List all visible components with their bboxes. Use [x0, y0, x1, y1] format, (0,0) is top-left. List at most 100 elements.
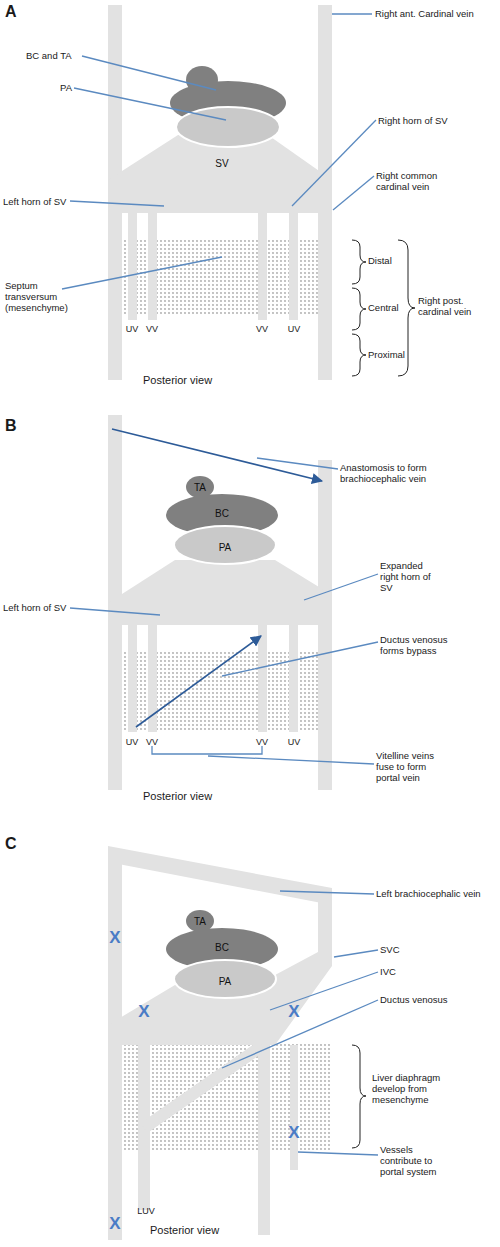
vitelline-vein	[148, 625, 157, 732]
panel-letter: B	[5, 418, 25, 434]
node-label: PA	[219, 976, 232, 987]
annotation-label: Vessels contribute to portal system	[380, 1144, 456, 1178]
annotation-label: Left horn of SV	[3, 196, 83, 207]
panel-letter: A	[5, 4, 25, 20]
node-label: TA	[194, 482, 206, 493]
annotation-label: IVC	[380, 966, 420, 977]
node-label: BC	[215, 942, 229, 953]
leader-line	[298, 1152, 378, 1155]
portal-vessel	[290, 1045, 298, 1170]
leader-line	[70, 201, 164, 206]
sinus-venosus	[108, 952, 332, 1045]
annotation-label: PA	[60, 82, 84, 93]
annotation-label: UV	[284, 324, 304, 335]
node-label: SV	[215, 158, 228, 169]
leader-line	[208, 756, 374, 764]
leader-line	[74, 88, 226, 120]
leader-line	[334, 950, 378, 957]
ductus-venosus	[144, 1046, 262, 1128]
annotation-label: Posterior view	[143, 374, 253, 387]
leader-line	[292, 120, 376, 206]
leader-line	[222, 1000, 378, 1068]
annotation-label: SVC	[380, 944, 420, 955]
annotation-label: Posterior view	[150, 1224, 260, 1237]
primitive-atrium-shape	[174, 960, 276, 998]
annotation-label: VV	[252, 737, 272, 748]
annotation-label: Right ant. Cardinal vein	[375, 8, 499, 19]
annotation-label: LUV	[134, 1206, 158, 1217]
annotation-label: UV	[284, 737, 304, 748]
annotation-label: Left brachiocephalic vein	[376, 888, 500, 899]
sinus-venosus	[108, 560, 332, 625]
primitive-atrium	[176, 107, 280, 147]
annotation-label: Left horn of SV	[3, 602, 83, 613]
obliteration-mark: X	[286, 1124, 302, 1141]
curly-bracket	[352, 240, 366, 284]
obliteration-mark: X	[107, 1215, 123, 1232]
annotation-label: VV	[142, 324, 162, 335]
bulbus-cordis	[170, 81, 286, 125]
vitelline-vein	[258, 625, 267, 732]
septum-transversum	[108, 238, 332, 316]
leader-line	[82, 56, 216, 90]
annotation-label: Expanded right horn of SV	[380, 560, 435, 594]
obliteration-mark: X	[136, 1003, 152, 1020]
annotation-label: Septum transversum (mesenchyme)	[5, 280, 80, 314]
node-label: BC	[215, 508, 229, 519]
annotation-label: Right horn of SV	[378, 115, 488, 126]
vitelline-bracket	[152, 746, 262, 754]
curly-bracket	[352, 288, 366, 330]
annotation-label: Right post. cardinal vein	[418, 295, 488, 317]
sinus-venosus: SV	[108, 135, 332, 213]
annotation-label: Central	[368, 302, 408, 313]
annotation-label: UV	[122, 324, 142, 335]
node-label: PA	[219, 542, 232, 553]
sinus-venosus-outline	[108, 135, 332, 213]
annotation-label: Vitelline veins fuse to form portal vein	[376, 750, 452, 784]
bypass-arrow	[136, 636, 261, 727]
vitelline-vein	[148, 213, 157, 320]
leader-line	[62, 257, 222, 289]
primitive-atrium: PA	[173, 959, 277, 999]
annotation-label: VV	[252, 324, 272, 335]
inferior-vena-cava	[258, 1000, 270, 1235]
annotation-label: BC and TA	[26, 50, 86, 61]
anastomosis-arrow	[112, 429, 322, 481]
annotation-label: Distal	[368, 255, 408, 266]
obliteration-mark: X	[286, 1003, 302, 1020]
superior-vena-cava	[318, 888, 332, 960]
leader-lines	[62, 14, 378, 1155]
panel-letter: C	[5, 836, 25, 852]
annotation-label: VV	[142, 737, 162, 748]
septum-transversum	[108, 652, 332, 732]
annotation-label: Proximal	[368, 349, 418, 360]
leader-line	[257, 458, 338, 469]
annotation-label: UV	[122, 737, 142, 748]
leader-line	[270, 972, 378, 1010]
leader-line	[304, 574, 378, 600]
vitelline-vein	[258, 213, 267, 320]
annotation-label: Right common cardinal vein	[376, 170, 446, 192]
umbilical-vein	[289, 625, 298, 732]
brackets	[352, 240, 415, 1148]
node-label: TA	[194, 916, 206, 927]
annotation-label: Anastomosis to form brachiocephalic vein	[340, 462, 452, 484]
umbilical-vein	[128, 213, 137, 320]
truncus-arteriosus	[186, 66, 218, 94]
sinus-venosus-shape	[108, 135, 332, 213]
leader-line	[333, 176, 374, 210]
umbilical-vein	[289, 213, 298, 320]
leader-line	[332, 13, 372, 14]
primitive-atrium-shape	[174, 526, 276, 564]
umbilical-vein	[128, 625, 137, 732]
primitive-atrium: PA	[173, 525, 277, 565]
annotation-label: Posterior view	[143, 790, 253, 803]
leader-line	[280, 891, 374, 894]
annotation-label: Liver diaphragm develop from mesenchyme	[372, 1072, 456, 1106]
brachiocephalic-vein	[108, 846, 332, 905]
obliteration-mark: X	[107, 929, 123, 946]
leader-line	[222, 642, 378, 676]
curly-bracket	[352, 334, 366, 376]
curly-bracket	[352, 1045, 366, 1148]
